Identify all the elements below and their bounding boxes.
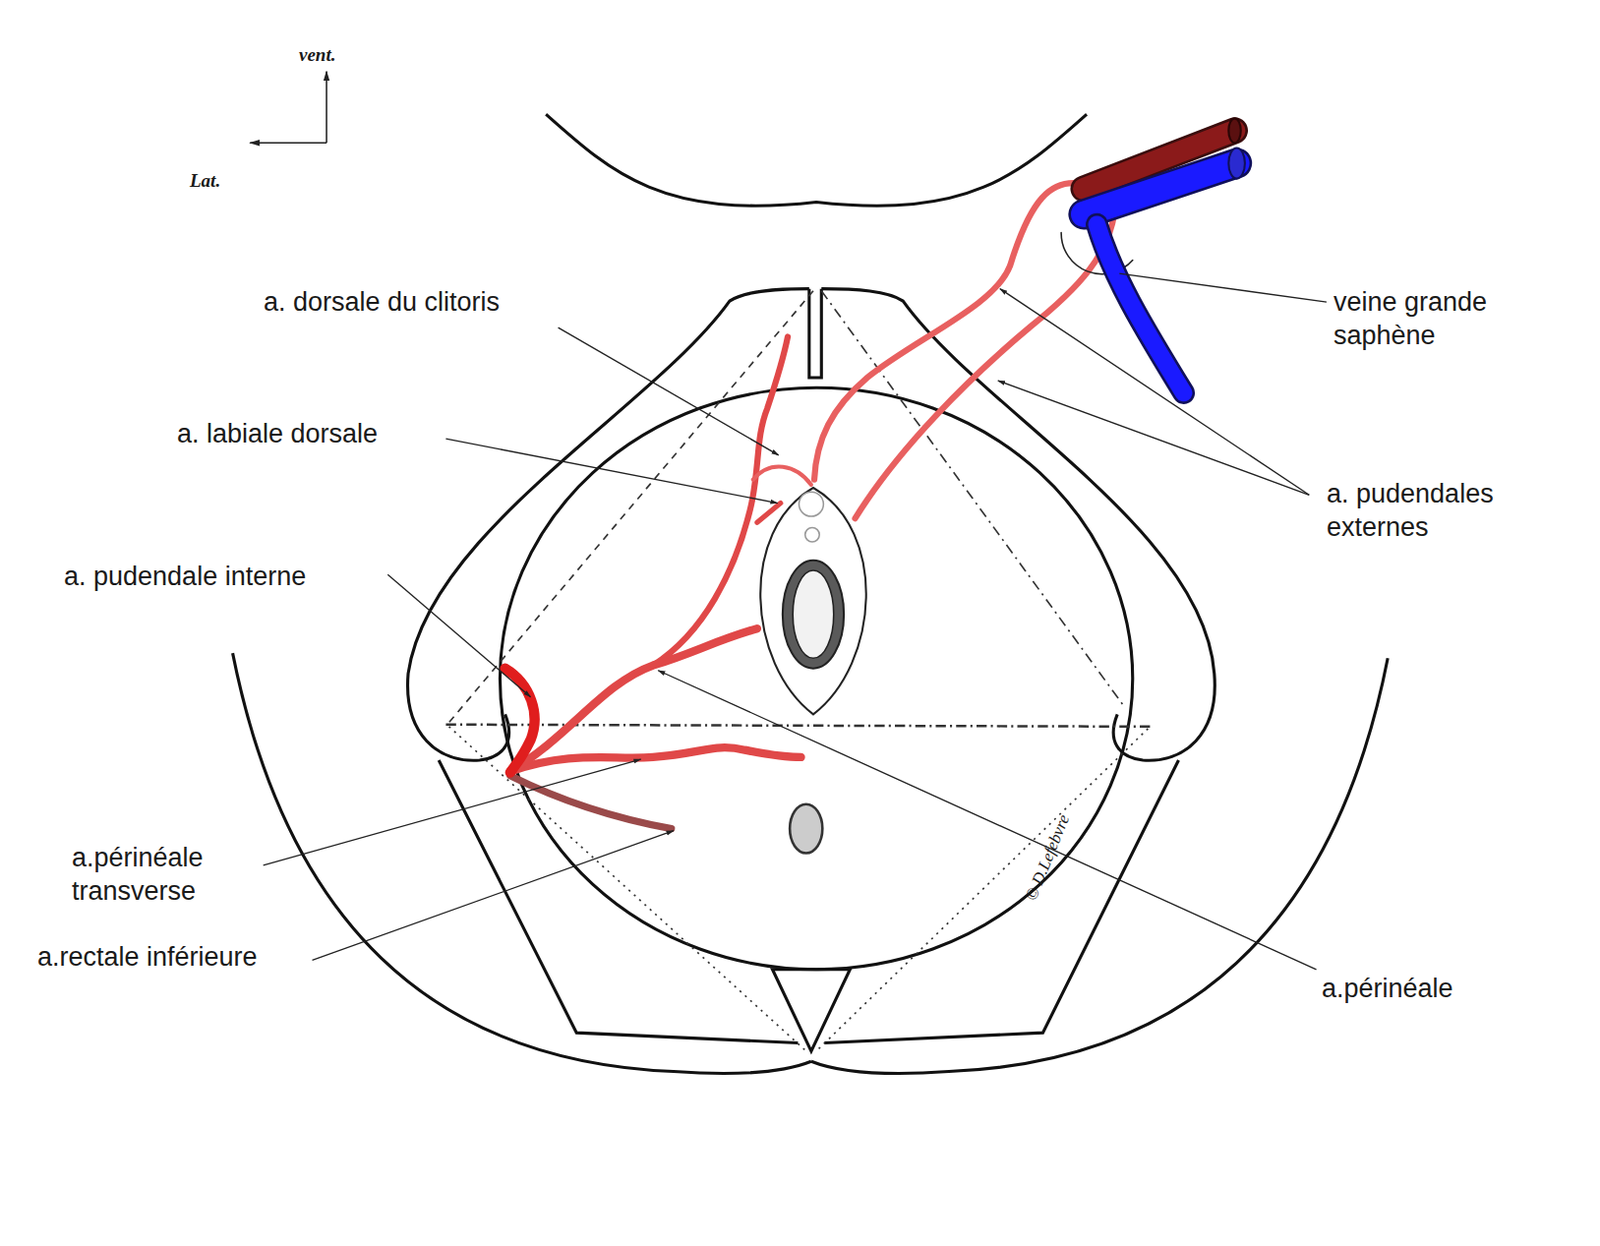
axis-label: Lat. [189, 169, 221, 193]
vulva-vestibule [760, 487, 866, 714]
body-outline [233, 114, 1389, 1073]
part-label: veine grande saphène [1333, 286, 1553, 354]
leader-lines [263, 273, 1327, 970]
signature-watermark: © D.Lefebvre [1020, 811, 1074, 904]
part-label: a.périnéale [1321, 972, 1454, 1007]
part-label: a. pudendales externes [1326, 477, 1537, 545]
part-label: a. labiale dorsale [177, 417, 378, 452]
orientation-axes [249, 71, 327, 144]
part-label: a.rectale inférieure [37, 941, 258, 975]
part-label: a.périnéale transverse [71, 841, 251, 909]
axis-label: vent. [298, 43, 336, 67]
perineal-triangles [445, 291, 1150, 1052]
part-label: a. pudendale interne [63, 560, 306, 594]
anus [789, 804, 823, 854]
arteries [505, 182, 1115, 830]
part-label: a. dorsale du clitoris [263, 286, 500, 320]
femoral-vessels [1061, 118, 1245, 393]
